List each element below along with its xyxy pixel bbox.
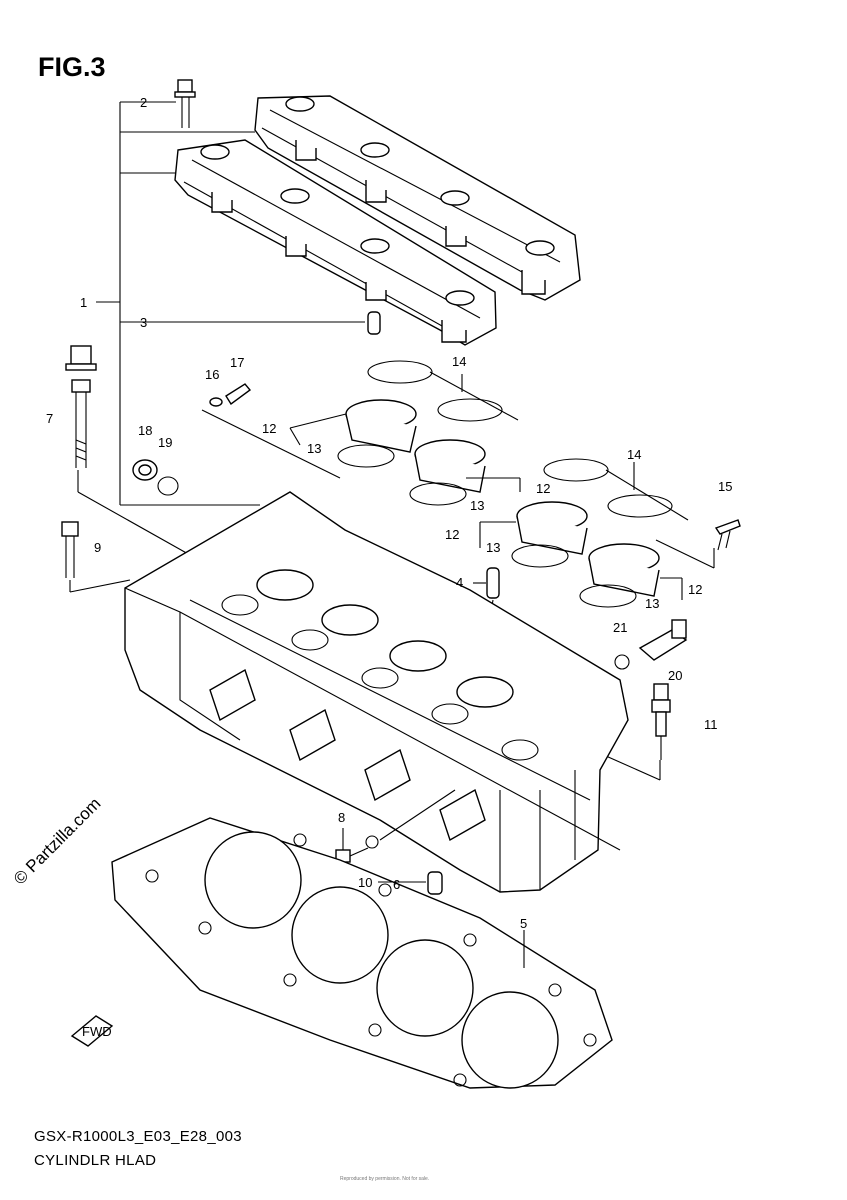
- callout-1: 1: [80, 295, 87, 310]
- callout-17: 17: [230, 355, 244, 370]
- clamp-part-14: [367, 360, 689, 521]
- dowel-pin-part-3: [367, 311, 381, 335]
- temperature-sensor-part-11: [638, 619, 688, 661]
- fwd-label: FWD: [82, 1024, 112, 1039]
- callout-18: 18: [138, 423, 152, 438]
- callout-9: 9: [94, 540, 101, 555]
- spark-plug-part-20: [651, 683, 671, 760]
- callout-13b: 13: [470, 498, 484, 513]
- head-bolt-part-7: [65, 345, 97, 468]
- camshaft-holder-lower: [174, 139, 497, 346]
- callout-14a: 14: [452, 354, 466, 369]
- screw-part-15: [714, 519, 741, 551]
- callout-8: 8: [338, 810, 345, 825]
- holder-bolt-part-2: [174, 79, 196, 128]
- callout-labels: 2 1 3 14 17 16 7 12 18 19 13 14 12 13 15…: [46, 95, 732, 931]
- dowel-part-4: [486, 567, 500, 599]
- plug-part-17: [225, 383, 252, 406]
- intake-pipe-set: [337, 399, 660, 608]
- callout-12a: 12: [262, 421, 276, 436]
- callout-19: 19: [158, 435, 172, 450]
- dowel-part-6: [427, 871, 443, 895]
- part-1-bracket: [96, 101, 365, 506]
- o-ring-part-19: [157, 476, 179, 496]
- head-gasket-part-5: [111, 817, 613, 1089]
- cylinder-head: [124, 491, 629, 893]
- callout-12c: 12: [445, 527, 459, 542]
- callout-2: 2: [140, 95, 147, 110]
- callout-13c: 13: [486, 540, 500, 555]
- section-name-label: CYLINDLR HLAD: [34, 1152, 157, 1169]
- fine-print: Reproduced by permission. Not for sale.: [340, 1176, 430, 1182]
- callout-6: 6: [393, 877, 400, 892]
- callout-3: 3: [140, 315, 147, 330]
- plug-part-18: [132, 459, 158, 481]
- callout-15: 15: [718, 479, 732, 494]
- camshaft-holder-upper: [254, 95, 581, 301]
- callout-4: 4: [456, 575, 463, 590]
- callout-16: 16: [205, 367, 219, 382]
- bolt-part-8: [335, 835, 379, 863]
- washer-part-16: [209, 397, 223, 407]
- callout-12d: 12: [688, 582, 702, 597]
- callout-13d: 13: [645, 596, 659, 611]
- head-bolt-part-9: [61, 521, 79, 578]
- callout-21: 21: [613, 620, 627, 635]
- callout-10: 10: [358, 875, 372, 890]
- leader-lines: [289, 374, 683, 968]
- callout-11: 11: [704, 717, 718, 732]
- figure-title: FIG.3: [38, 52, 106, 82]
- forward-direction-marker[interactable]: FWD: [70, 1015, 114, 1047]
- callout-12b: 12: [536, 481, 550, 496]
- callout-14b: 14: [627, 447, 641, 462]
- model-code-label: GSX-R1000L3_E03_E28_003: [34, 1128, 242, 1145]
- callout-5: 5: [520, 916, 527, 931]
- callout-13a: 13: [307, 441, 321, 456]
- gasket-part-21: [614, 654, 630, 670]
- callout-20: 20: [668, 668, 682, 683]
- callout-7: 7: [46, 411, 53, 426]
